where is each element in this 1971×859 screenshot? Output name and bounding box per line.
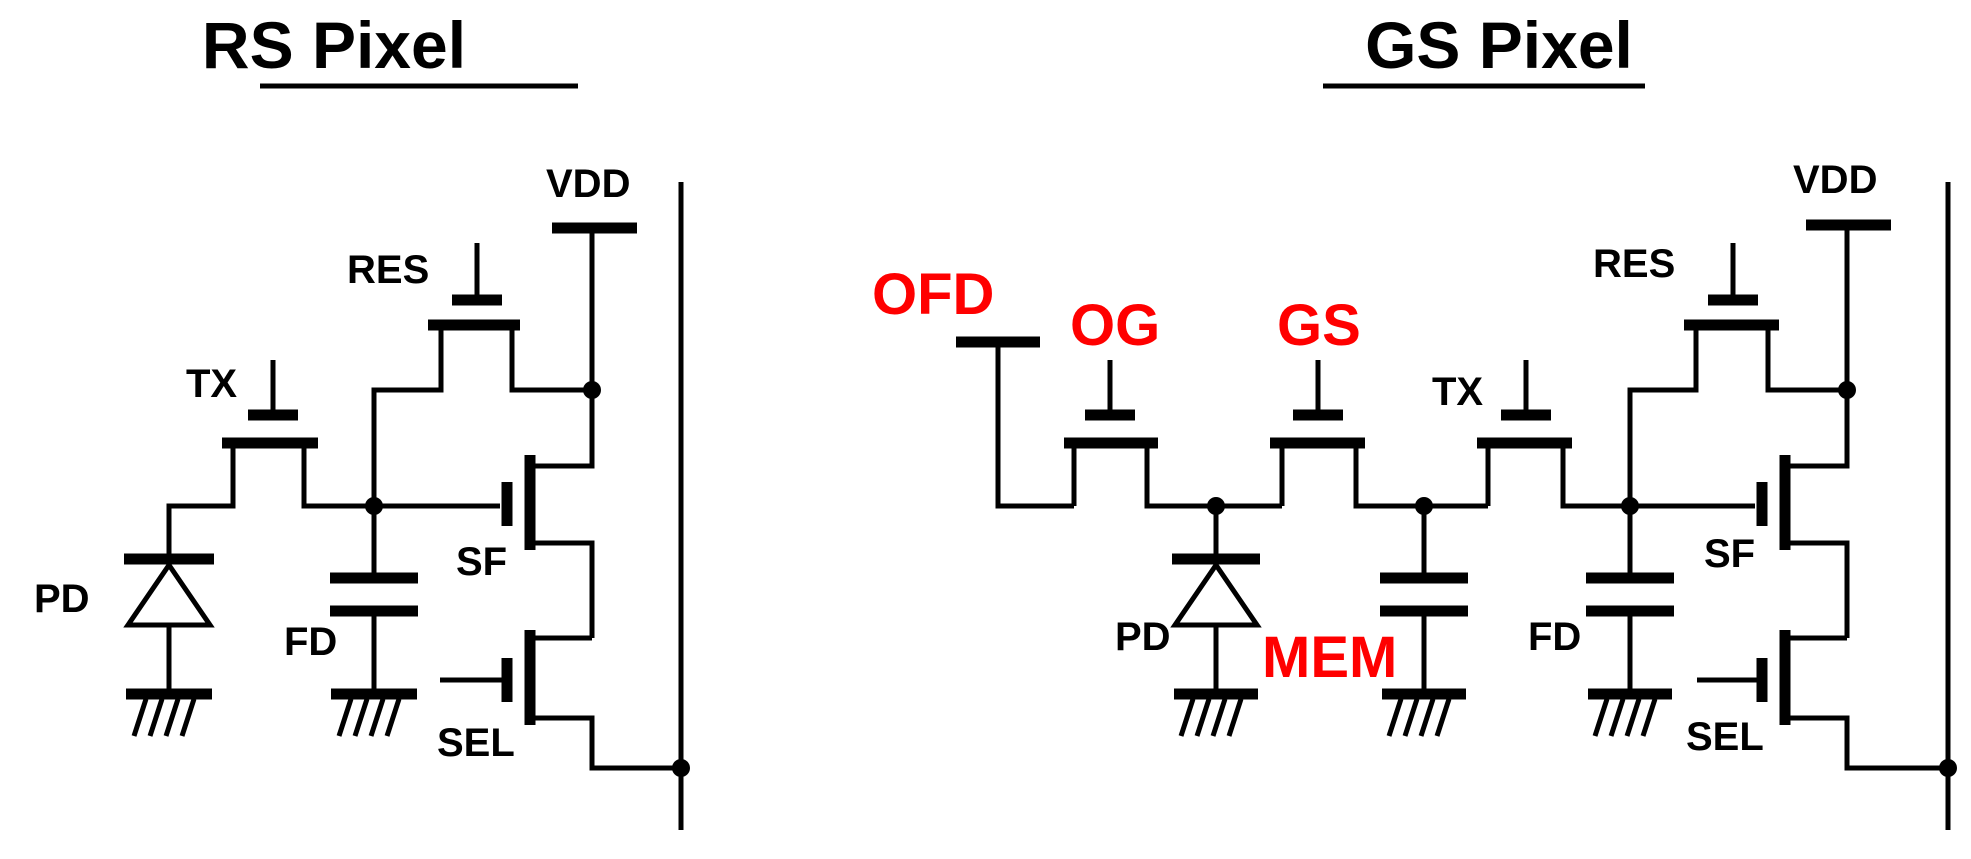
gs-tx-label: TX xyxy=(1432,370,1483,414)
gs-pixel-circuit: GS Pixel VDD OFD OG GS T xyxy=(872,8,1957,830)
gs-og-right-wire xyxy=(1144,443,1282,509)
gs-og-label: OG xyxy=(1070,293,1160,358)
gs-fd-label: FD xyxy=(1528,615,1581,659)
rs-sel-output-wire xyxy=(530,715,681,771)
gs-gs-label: GS xyxy=(1277,293,1361,358)
rs-tx-left-wire xyxy=(166,443,236,555)
rs-sf-drain-wire xyxy=(530,392,595,469)
rs-res-drain-wire xyxy=(509,325,592,393)
gs-pixel-title: GS Pixel xyxy=(1365,8,1633,82)
gs-mem-label: MEM xyxy=(1262,625,1397,690)
gs-mem-ground-icon xyxy=(1382,688,1466,737)
rs-sf-label: SF xyxy=(456,540,507,584)
rs-tx-label: TX xyxy=(186,362,237,406)
rs-pd-ground-icon xyxy=(126,688,212,737)
rs-tx-right-wire xyxy=(301,443,500,509)
rs-pd-triangle xyxy=(123,560,215,628)
gs-ofd-wire xyxy=(995,342,1074,509)
gs-gs-right-wire xyxy=(1353,443,1488,509)
gs-fd-ground-icon xyxy=(1588,688,1672,737)
rs-res-source-wire xyxy=(371,325,444,506)
gs-vdd-label: VDD xyxy=(1793,158,1877,202)
rs-sf-source-wire xyxy=(530,540,595,638)
gs-sf-label: SF xyxy=(1704,532,1755,576)
rs-pd-label: PD xyxy=(34,577,90,621)
gs-res-source-wire xyxy=(1627,325,1699,506)
rs-vdd-label: VDD xyxy=(546,162,630,206)
rs-pixel-circuit: RS Pixel VDD RES TX PD xyxy=(34,8,690,830)
rs-fd-label: FD xyxy=(284,620,337,664)
gs-vdd-node xyxy=(1838,381,1856,399)
rs-pixel-title: RS Pixel xyxy=(202,8,466,82)
gs-res-drain-wire xyxy=(1765,325,1847,393)
gs-pd-ground-icon xyxy=(1174,688,1258,737)
gs-pd-triangle xyxy=(1170,560,1262,628)
gs-sf-drain-wire xyxy=(1785,392,1850,469)
rs-output-node xyxy=(672,759,690,777)
gs-sel-output-wire xyxy=(1785,715,1948,771)
gs-sel-label: SEL xyxy=(1686,715,1764,759)
gs-res-label: RES xyxy=(1593,242,1675,286)
gs-output-node xyxy=(1939,759,1957,777)
rs-vdd-node xyxy=(583,381,601,399)
gs-sf-source-wire xyxy=(1785,540,1850,638)
gs-ofd-label: OFD xyxy=(872,262,994,327)
gs-tx-right-wire xyxy=(1560,443,1755,509)
rs-res-label: RES xyxy=(347,248,429,292)
rs-sel-label: SEL xyxy=(437,721,515,765)
rs-fd-ground-icon xyxy=(331,688,417,737)
gs-pd-label: PD xyxy=(1115,615,1171,659)
